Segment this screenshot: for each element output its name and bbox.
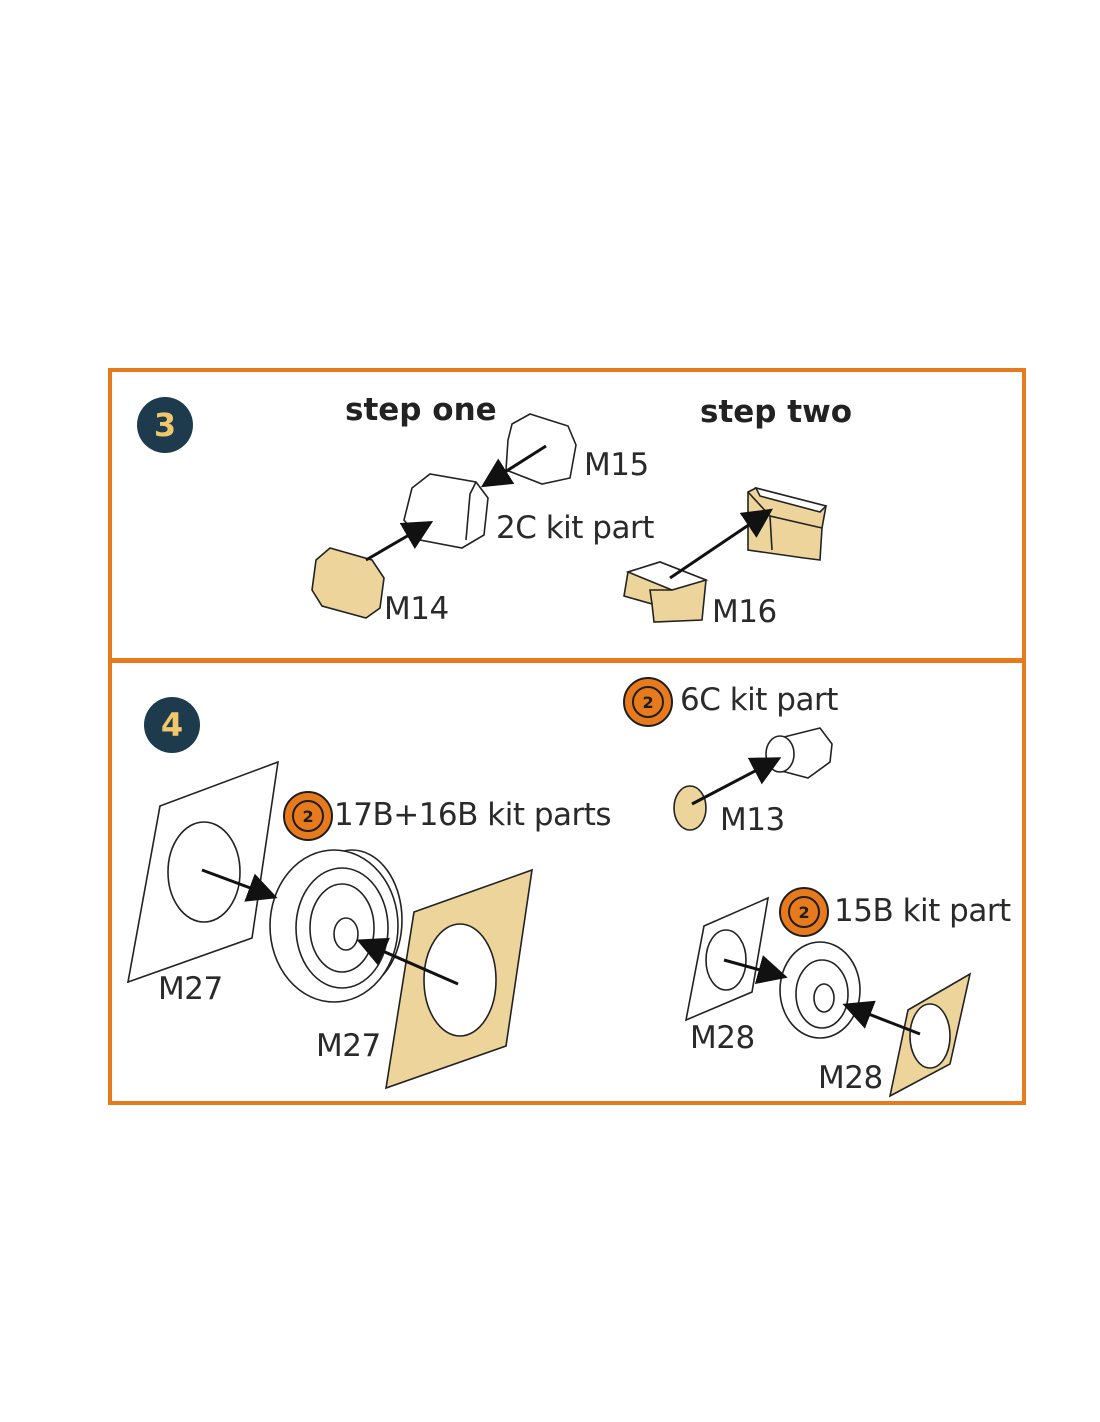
- arrow-m27-left: [201, 868, 278, 902]
- kit-part-icon-number: 2: [302, 807, 313, 826]
- arrow-m14-to-2c: [365, 520, 434, 562]
- arrow-m27-right: [356, 937, 459, 986]
- wheel-15b: [779, 941, 861, 1039]
- kit-part-icon: 2: [283, 791, 333, 841]
- label-m27-right: M27: [316, 1028, 381, 1064]
- kit-part-icon: 2: [779, 887, 829, 937]
- label-m16: M16: [712, 594, 777, 630]
- label-17b-16b-kit-parts: 17B+16B kit parts: [334, 797, 612, 833]
- arrow-m13: [691, 757, 782, 806]
- arrow-m28-right: [842, 1000, 921, 1036]
- step-3-badge: 3: [137, 397, 193, 453]
- kit-part-icon-number: 2: [798, 903, 809, 922]
- kit-6c-part: [765, 727, 833, 779]
- label-2c-kit-part: 2C kit part: [496, 510, 654, 546]
- m16-assembly: [623, 486, 828, 623]
- kit-2c-part: [403, 473, 489, 549]
- label-m13: M13: [720, 802, 785, 838]
- arrow-m28-left: [723, 955, 788, 985]
- label-6c-kit-part: 6C kit part: [680, 682, 838, 718]
- arrow-m16: [669, 508, 773, 580]
- step-4-panel: [108, 659, 1026, 1105]
- m14-part: [311, 547, 385, 619]
- label-m14: M14: [384, 591, 449, 627]
- label-m28-left: M28: [690, 1020, 755, 1056]
- arrow-m15-to-2c: [480, 444, 547, 488]
- kit-part-icon-number: 2: [642, 693, 653, 712]
- label-m27-left: M27: [158, 971, 223, 1007]
- step-two-heading: step two: [700, 394, 853, 430]
- step-one-heading: step one: [345, 392, 497, 428]
- label-15b-kit-part: 15B kit part: [834, 893, 1011, 929]
- m13-part: [673, 785, 707, 831]
- step-4-badge: 4: [144, 697, 200, 753]
- wheel-17b-16b: [269, 849, 403, 1003]
- kit-part-icon: 2: [623, 677, 673, 727]
- label-m15: M15: [584, 447, 649, 483]
- label-m28-right: M28: [818, 1060, 883, 1096]
